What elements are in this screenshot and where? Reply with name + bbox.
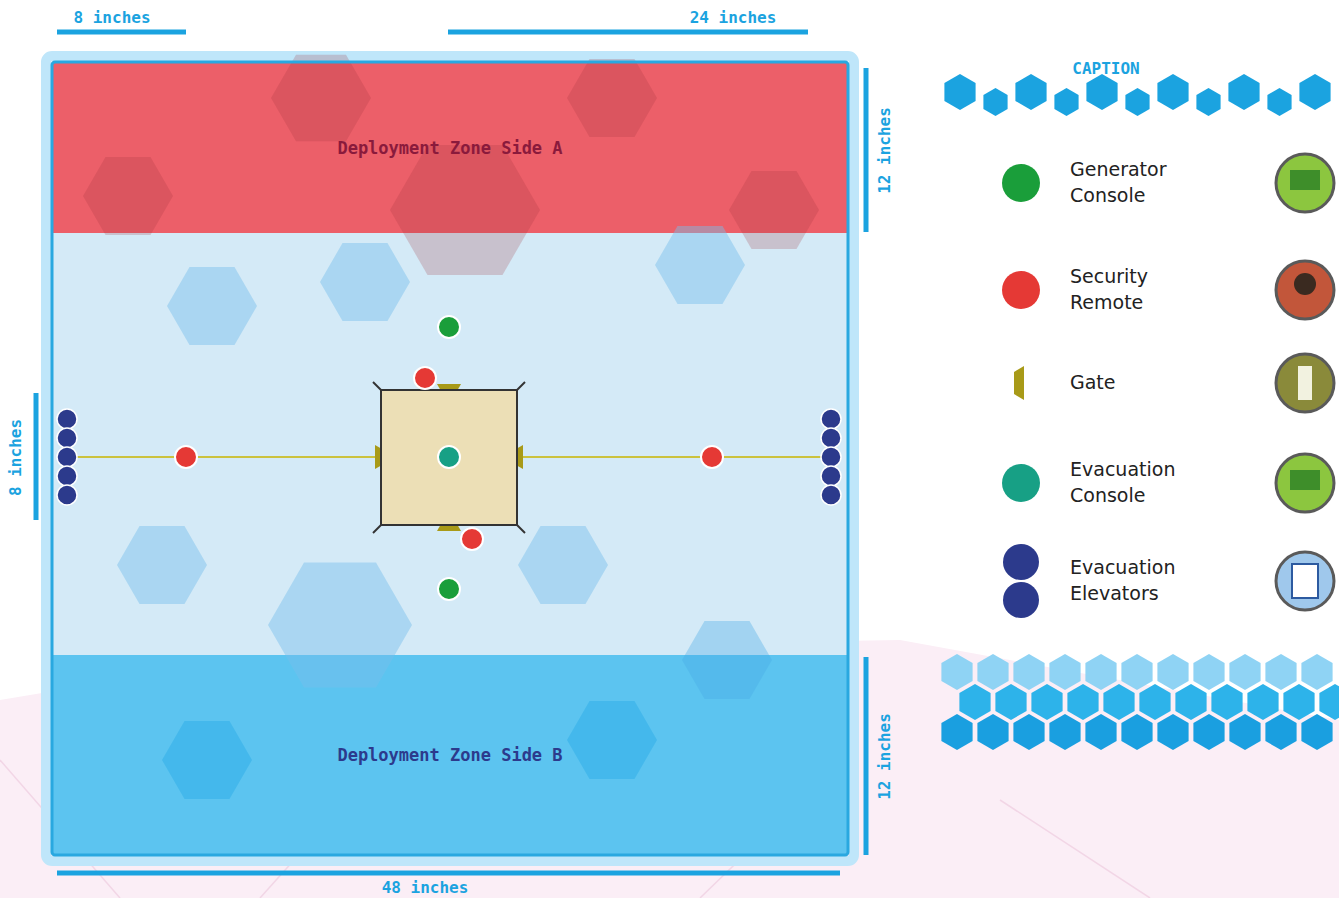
corner-marks <box>373 382 525 533</box>
map-border <box>52 62 848 855</box>
dimension-label: 8 inches <box>7 418 26 495</box>
evacuation-elevators <box>57 409 841 505</box>
hexagon <box>1085 714 1116 750</box>
legend-swatch <box>1012 366 1032 400</box>
deployment-zone: Deployment Zone Side B <box>52 655 848 855</box>
hexagon <box>1265 654 1296 690</box>
hexagon <box>1265 714 1296 750</box>
hexagon <box>1067 684 1098 720</box>
objective-markers <box>175 316 723 600</box>
dimension-label: 48 inches <box>382 878 469 897</box>
hexagon <box>1211 684 1242 720</box>
hexagon <box>959 684 990 720</box>
hexagon <box>941 654 972 690</box>
hexagon <box>1121 654 1152 690</box>
hexagon <box>1013 714 1044 750</box>
hexagon <box>83 157 173 235</box>
gate-line <box>70 456 381 458</box>
zone-label: Deployment Zone Side A <box>337 138 562 158</box>
hexagon <box>1085 654 1116 690</box>
dimension-label: 24 inches <box>690 8 777 27</box>
dimension-label: 12 inches <box>874 107 893 194</box>
hexagon <box>977 714 1008 750</box>
map-glow <box>46 56 854 861</box>
hexagon <box>518 526 608 604</box>
hexagon <box>567 701 657 779</box>
dimension-label: 8 inches <box>73 8 150 27</box>
hexagon <box>1049 714 1080 750</box>
legend-swatch <box>1002 271 1040 309</box>
hexagon <box>1196 88 1220 116</box>
hexagon <box>1228 74 1259 110</box>
hexagon <box>1299 74 1330 110</box>
gate-markers <box>375 384 523 531</box>
hexagon <box>1103 684 1134 720</box>
hexagon <box>320 243 410 321</box>
hexagon <box>1175 684 1206 720</box>
hex-decor <box>83 55 819 799</box>
hexagon <box>390 145 540 275</box>
legend-label: Evacuation Console <box>1070 457 1188 508</box>
legend-label: Generator Console <box>1070 157 1188 208</box>
dimension-label: 12 inches <box>874 713 893 800</box>
legend-label: Security Remote <box>1070 264 1188 315</box>
hexagon <box>1193 714 1224 750</box>
dimension-bars <box>36 32 866 873</box>
hexagon <box>1229 714 1260 750</box>
legend-label: Gate <box>1070 370 1188 396</box>
hexagon <box>941 714 972 750</box>
hexagon <box>944 74 975 110</box>
hexagon <box>268 563 412 688</box>
hexagon <box>162 721 252 799</box>
hexagon <box>1157 654 1188 690</box>
hexagon <box>1121 714 1152 750</box>
hexagon <box>117 526 207 604</box>
legend-label: Evacuation Elevators <box>1070 555 1188 606</box>
legend-swatch <box>1002 164 1040 202</box>
hexagon <box>655 226 745 304</box>
legend-hex-decor <box>941 74 1339 750</box>
hexagon <box>1229 654 1260 690</box>
hexagon <box>167 267 257 345</box>
hexagon <box>1301 714 1332 750</box>
hexagon <box>995 684 1026 720</box>
legend-swatch <box>1001 542 1041 620</box>
hexagon <box>1015 74 1046 110</box>
hexagon <box>1054 88 1078 116</box>
hexagon <box>1125 88 1149 116</box>
deployment-zone: Deployment Zone Side A <box>52 62 848 233</box>
legend-icons <box>1276 154 1334 610</box>
middle-band <box>52 233 848 655</box>
hexagon <box>567 59 657 137</box>
hexagon <box>1139 684 1170 720</box>
hexagon <box>1157 714 1188 750</box>
hexagon <box>1319 684 1339 720</box>
hexagon <box>271 55 371 142</box>
hexagon <box>1049 654 1080 690</box>
hexagon <box>1301 654 1332 690</box>
hexagon <box>1193 654 1224 690</box>
hexagon <box>1013 654 1044 690</box>
hexagon <box>1086 74 1117 110</box>
hexagon <box>1283 684 1314 720</box>
hexagon <box>983 88 1007 116</box>
hexagon <box>1031 684 1062 720</box>
hexagon <box>682 621 772 699</box>
hexagon <box>977 654 1008 690</box>
zone-label: Deployment Zone Side B <box>337 745 562 765</box>
gate-line <box>517 456 828 458</box>
hexagon <box>729 171 819 249</box>
hexagon <box>1267 88 1291 116</box>
legend-heading: CAPTION <box>1072 59 1139 78</box>
central-building <box>381 390 517 525</box>
legend-swatch <box>1002 464 1040 502</box>
hexagon <box>1157 74 1188 110</box>
hexagon <box>1247 684 1278 720</box>
